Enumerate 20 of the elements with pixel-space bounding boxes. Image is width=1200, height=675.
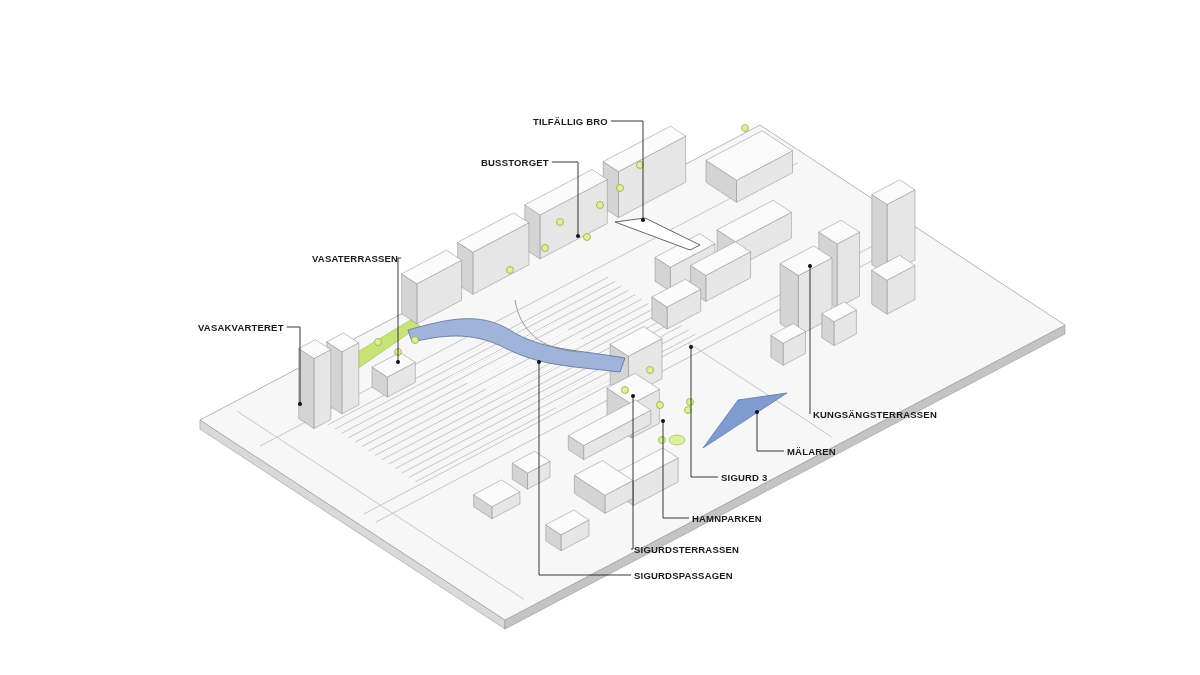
callout-label: TILFÄLLIG BRO (533, 115, 608, 127)
leader-line (286, 326, 301, 405)
leader-line (610, 120, 644, 221)
leader-line (690, 346, 719, 478)
leader-line (538, 361, 632, 576)
callout-label: SIGURD 3 (721, 471, 768, 483)
leader-line (397, 257, 402, 363)
leader-line (630, 395, 634, 550)
callout-label: MÄLAREN (787, 445, 836, 457)
leader-line (809, 265, 811, 415)
callout-label: KUNGSÄNGSTERRASSEN (813, 408, 937, 420)
callout-label: VASAKVARTERET (198, 321, 284, 333)
leader-line (662, 420, 690, 519)
callout-label: HAMNPARKEN (692, 512, 762, 524)
leader-line (551, 161, 579, 237)
callout-label: VASATERRASSEN (312, 252, 399, 264)
callout-label: BUSSTORGET (481, 156, 549, 168)
callout-label: SIGURDSTERRASSEN (634, 543, 740, 555)
callout-label: SIGURDSPASSAGEN (634, 569, 733, 581)
leader-line (756, 411, 785, 452)
